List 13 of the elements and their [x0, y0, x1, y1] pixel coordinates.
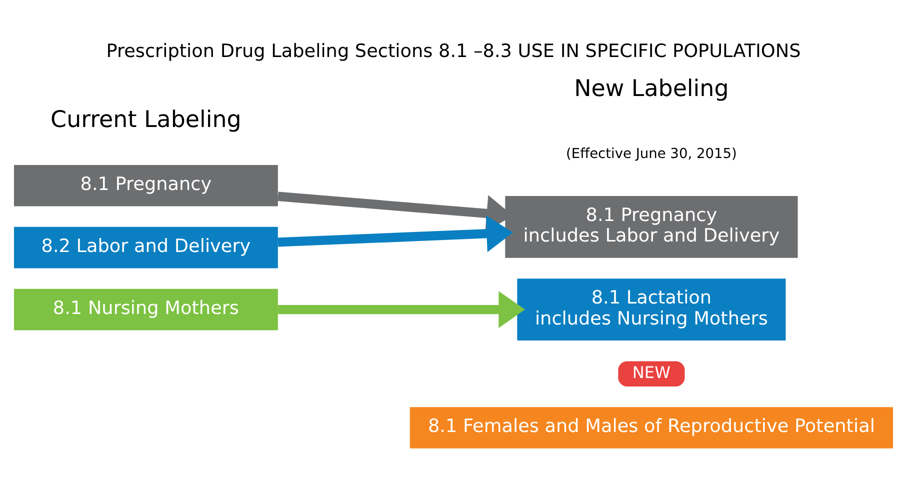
node-box: 8.1 Lactation includes Nursing Mothers: [516, 278, 786, 340]
node-box: 8.1 Nursing Mothers: [14, 288, 278, 330]
node-box: 8.1 Pregnancy includes Labor and Delivery: [504, 195, 798, 258]
label: New Labeling: [574, 76, 728, 102]
node-box: 8.1 Pregnancy: [14, 164, 278, 206]
label: Current Labeling: [50, 106, 241, 133]
node-box: 8.1 Females and Males of Reproductive Potential: [409, 406, 892, 448]
label: (Effective June 30, 2015): [566, 146, 736, 162]
arrow: [277, 214, 512, 252]
node-box: 8.2 Labor and Delivery: [14, 226, 278, 268]
arrow: [278, 290, 524, 328]
node-box: NEW: [618, 360, 684, 386]
diagram-title: Prescription Drug Labeling Sections 8.1 –8.3 USE IN SPECIFIC POPULATIONS: [106, 40, 800, 62]
